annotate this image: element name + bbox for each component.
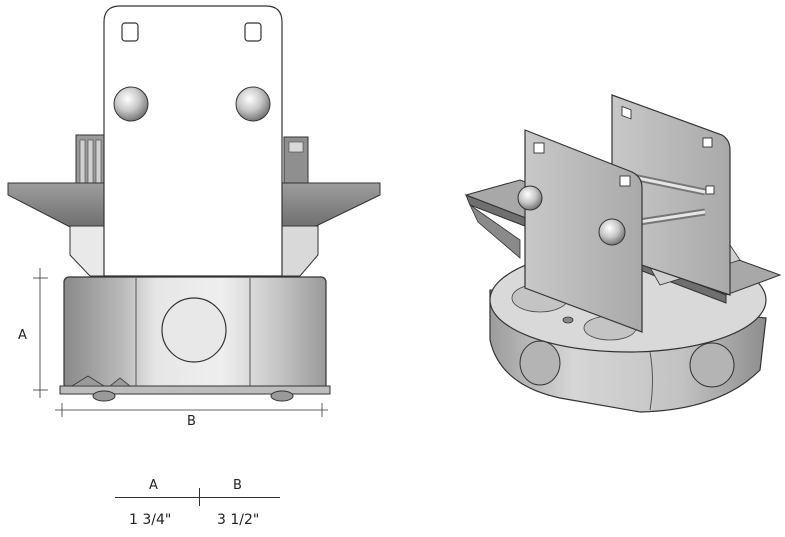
table-value-a: 1 3/4" [129,512,172,528]
table-header-a: A [149,478,158,493]
right-leg [277,225,319,277]
table-divider-vertical [199,488,200,506]
left-clamp [75,134,107,191]
table-header-b: B [233,478,242,493]
dimension-a-label: A [18,328,27,343]
acorn-nut-left [113,86,149,122]
right-clamp [283,136,309,190]
iso-knockout-right [689,342,735,388]
acorn-nut-right [235,86,271,122]
iso-knockout-left [519,340,561,386]
iso-front-plate [524,129,643,333]
left-leg [69,225,107,277]
front-view [7,5,381,417]
dimension-table: A B 1 3/4" 3 1/2" [115,478,280,536]
foot-left [92,390,116,402]
isometric-view [464,94,782,413]
knockout-hole [161,297,227,363]
plate-slot-right [244,22,262,42]
iso-nut-right [598,218,626,246]
left-wing [7,182,107,229]
plate-slot-left [121,22,139,42]
right-wing [277,182,381,229]
iso-nut-left [517,185,543,211]
table-value-b: 3 1/2" [217,512,260,528]
dimension-b [55,403,328,417]
dimension-a [33,268,48,398]
foot-right [270,390,294,402]
table-divider-horizontal [115,497,280,498]
dimension-b-label: B [187,414,196,429]
mounting-plate [103,5,283,277]
